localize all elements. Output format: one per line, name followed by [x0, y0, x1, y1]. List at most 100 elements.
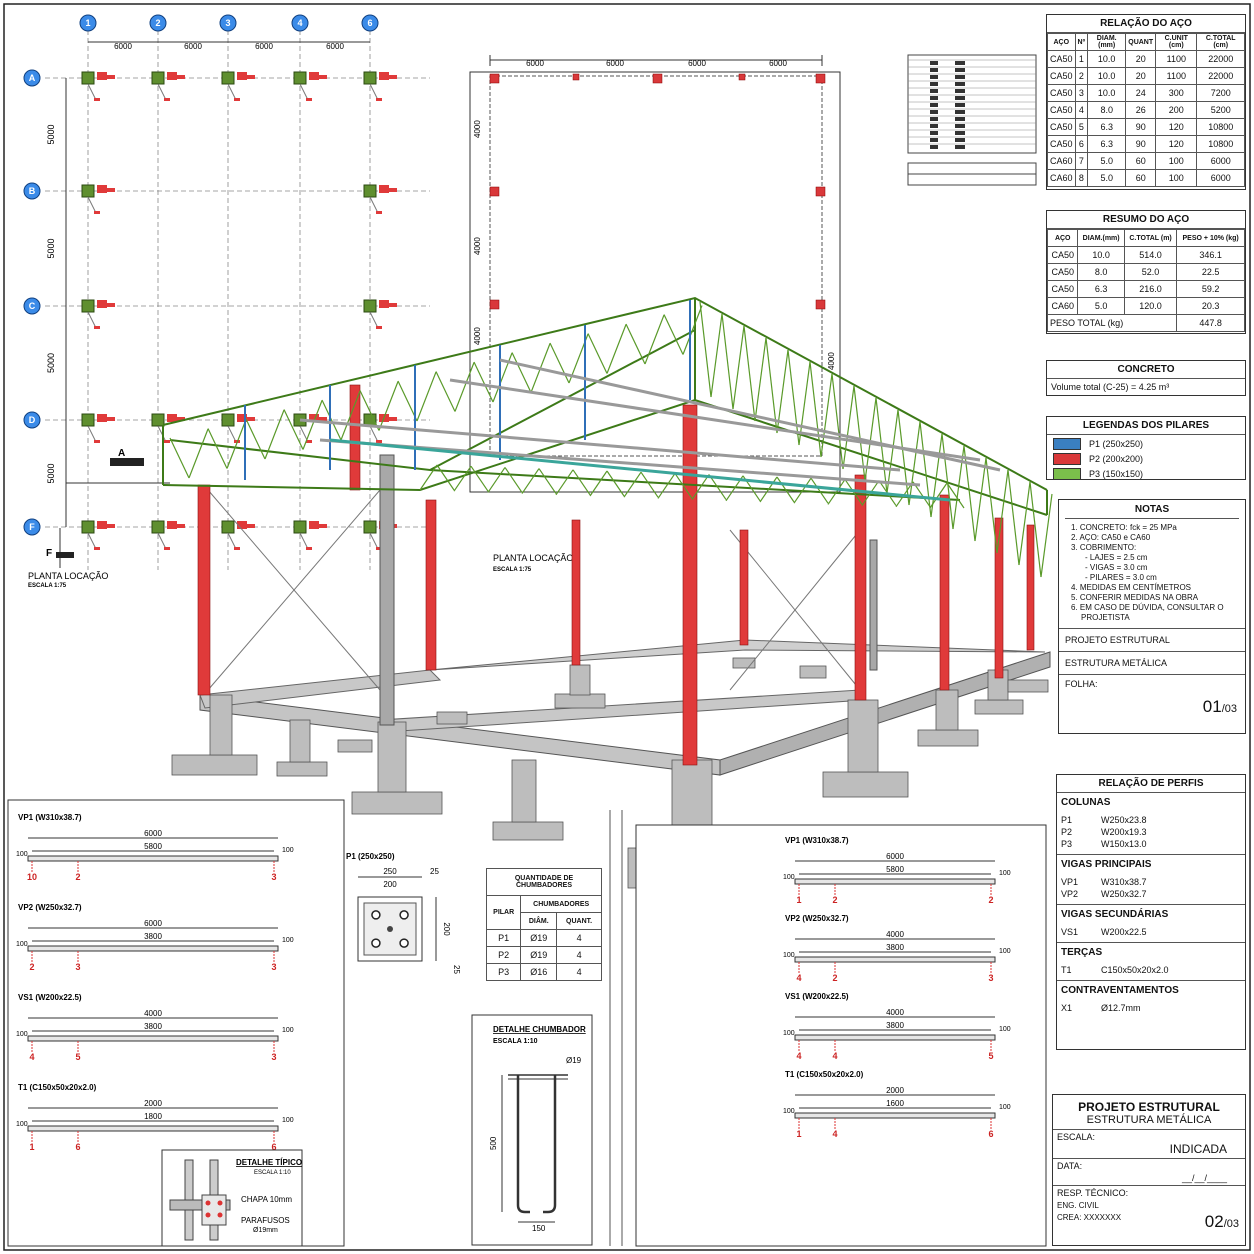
detalhe-tipico-parafusos: PARAFUSOS	[241, 1216, 290, 1225]
perfis-code: VP1	[1061, 877, 1079, 887]
relacao-aco-cell: 200	[1155, 101, 1198, 119]
title-block-data-label: DATA:	[1057, 1161, 1083, 1171]
beam-title: VP1 (W310x38.7)	[18, 813, 82, 822]
nota-item: - PILARES = 3.0 cm	[1085, 573, 1157, 582]
relacao-aco-cell: 1100	[1155, 50, 1198, 68]
beam-total-dim: 2000	[144, 1099, 162, 1108]
plan-row-label: D	[29, 415, 36, 425]
plan-center-title: PLANTA LOCAÇÃO	[493, 553, 573, 563]
perfis-section: CONTRAVENTAMENTOS	[1057, 980, 1245, 1000]
nota-item: PROJETISTA	[1081, 613, 1130, 622]
detalhe-chumbador-width: 150	[532, 1224, 546, 1233]
plan-col-dim: 6000	[255, 42, 273, 51]
beam-end-dim-left: 100	[16, 1031, 28, 1038]
resumo-aco-cell: CA50	[1046, 280, 1079, 298]
beam-profile	[794, 1112, 996, 1119]
plan-col-label: 2	[155, 18, 160, 28]
relacao-aco-header: AÇO	[1047, 33, 1076, 51]
notas-project: PROJETO ESTRUTURAL	[1059, 628, 1245, 651]
relacao-aco-cell: 3	[1074, 84, 1089, 102]
beam-mark: 1	[29, 1142, 34, 1152]
perfis-code: P1	[1061, 815, 1073, 825]
beam-mark: 2	[832, 895, 837, 905]
plan-left-scale: ESCALA 1:75	[28, 583, 67, 589]
beam-mark: 4	[796, 973, 801, 983]
beam-end-dim-right: 100	[999, 1026, 1011, 1033]
plan-center-dim-top-3: 6000	[688, 59, 706, 68]
title-block-eng: ENG. CIVIL	[1057, 1201, 1099, 1210]
relacao-aco-cell: CA50	[1047, 135, 1076, 153]
plan-col-dim: 6000	[326, 42, 344, 51]
nota-item: 3. COBRIMENTO:	[1071, 543, 1137, 552]
beam-inner-dim: 5800	[886, 865, 904, 874]
notas-subtitle: ESTRUTURA METÁLICA	[1059, 651, 1245, 674]
perfis-title: RELAÇÃO DE PERFIS	[1098, 778, 1204, 789]
nota-item: 1. CONCRETO: fck = 25 MPa	[1071, 523, 1177, 532]
beam-end-dim-right: 100	[999, 948, 1011, 955]
legend-item: P1 (250x250)	[1053, 438, 1239, 450]
detalhe-tipico-chapa: CHAPA 10mm	[241, 1195, 292, 1204]
plan-section-f: F	[46, 548, 52, 559]
plan-center-dim-top-1: 6000	[526, 59, 544, 68]
relacao-aco-cell: 60	[1125, 152, 1157, 170]
beam-end-dim-left: 100	[783, 1108, 795, 1115]
perfis-code: P3	[1061, 839, 1073, 849]
plan-row-dim: 5000	[46, 238, 56, 258]
relacao-aco-cell: 10800	[1196, 118, 1245, 136]
resumo-aco-header: PESO + 10% (kg)	[1176, 229, 1245, 247]
title-block-sheet-num: 02	[1204, 1212, 1224, 1231]
plan-col-label: 3	[225, 18, 230, 28]
legend-label: P1 (250x250)	[1089, 439, 1144, 449]
chumbadores-title: QUANTIDADE DE CHUMBADORES	[486, 868, 602, 896]
detail-bolt	[371, 910, 381, 920]
relacao-aco-cell: CA50	[1047, 67, 1076, 85]
detalhe-tipico: DETALHE TÍPICO ESCALA 1:10 CHAPA 10mm PA…	[161, 1149, 303, 1247]
relacao-aco-cell: 6000	[1196, 152, 1245, 170]
resumo-aco-cell: 120.0	[1123, 297, 1178, 315]
relacao-aco-header: C.TOTAL (cm)	[1196, 33, 1245, 51]
title-block-sheet-total: /03	[1223, 1218, 1239, 1230]
beam-inner-dim: 1800	[144, 1112, 162, 1121]
resumo-aco-cell: CA60	[1046, 297, 1079, 315]
detail-dim-top: 250	[383, 867, 397, 876]
chumbadores-cell: Ø19	[520, 929, 558, 947]
perfis-code: X1	[1061, 1003, 1073, 1013]
resumo-aco-cell: 20.3	[1176, 297, 1245, 315]
beam-total-dim: 6000	[144, 919, 162, 928]
detalhe-chumbador-title: DETALHE CHUMBADOR	[493, 1025, 586, 1034]
resumo-aco-cell: 22.5	[1176, 263, 1245, 281]
resumo-aco-cell: 59.2	[1176, 280, 1245, 298]
legend-label: P3 (150x150)	[1089, 469, 1144, 479]
perfis-section: VIGAS SECUNDÁRIAS	[1057, 904, 1245, 924]
beam-mark: 5	[75, 1052, 80, 1062]
chumbadores-col-group: CHUMBADORES	[520, 895, 602, 913]
plan-center-dim-side-2: 4000	[473, 237, 482, 255]
beam-end-dim-left: 100	[783, 874, 795, 881]
beam-end-dim-right: 100	[282, 847, 294, 854]
relacao-aco-cell: 22000	[1196, 67, 1245, 85]
beam-mark: 1	[796, 1129, 801, 1139]
relacao-aco-cell: 6.3	[1087, 118, 1127, 136]
chumbadores-cell: Ø19	[520, 946, 558, 964]
plan-col-marker	[79, 14, 97, 32]
beam-total-dim: 4000	[886, 1008, 904, 1017]
relacao-aco-cell: 90	[1125, 135, 1157, 153]
chumbadores-cell: 4	[556, 929, 602, 947]
plan-row-label: B	[29, 186, 36, 196]
beam-inner-dim: 5800	[144, 842, 162, 851]
chumbadores-col-pilar: PILAR	[485, 895, 522, 930]
legend-item: P2 (200x200)	[1053, 453, 1239, 465]
structure-3d	[162, 296, 1053, 889]
beam-mark: 1	[796, 895, 801, 905]
perfis-code: T1	[1061, 965, 1072, 975]
